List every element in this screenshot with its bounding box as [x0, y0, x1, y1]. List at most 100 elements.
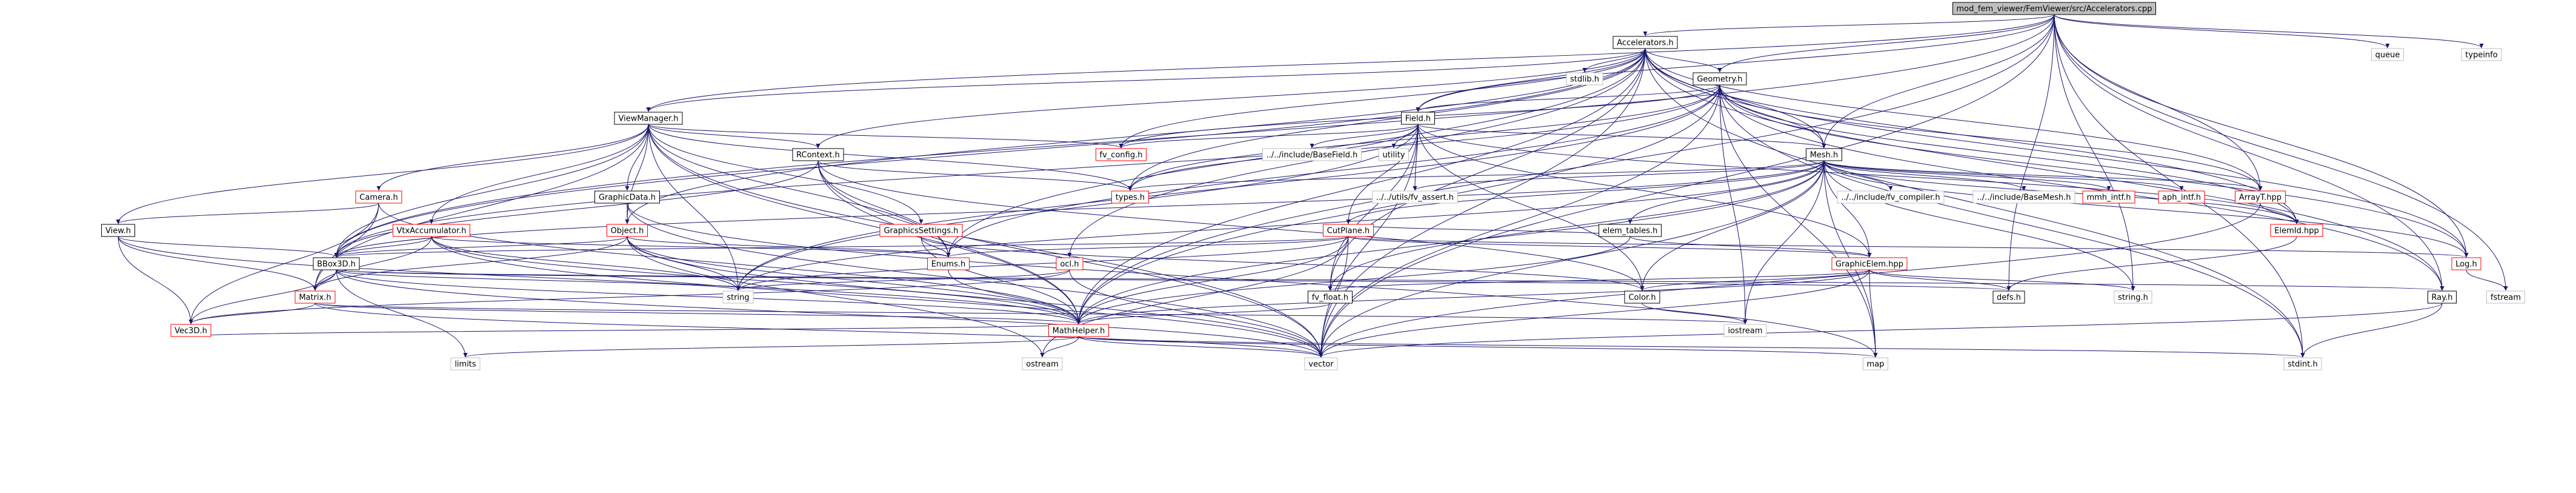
graph-node-ray[interactable]: Ray.h	[2428, 290, 2457, 304]
edge-field-to-string	[736, 124, 1419, 291]
graph-node-ocl[interactable]: ocl.h	[1056, 257, 1083, 270]
graph-node-basefield: ../../include/BaseField.h	[1262, 148, 1362, 161]
node-label: Log.h	[2455, 260, 2477, 269]
edge-root-to-defs	[2006, 14, 2055, 291]
node-box	[2461, 48, 2502, 61]
graph-node-graphicelem[interactable]: GraphicElem.hpp	[1831, 257, 1908, 270]
graph-node-view[interactable]: View.h	[101, 224, 135, 237]
edge-geometry-to-map	[1719, 84, 1878, 358]
graph-node-fv-compiler: ../../include/fv_compiler.h	[1837, 190, 1945, 204]
graph-node-fv-config[interactable]: fv_config.h	[1096, 148, 1147, 161]
node-label: limits	[454, 360, 476, 369]
graph-node-vec3d[interactable]: Vec3D.h	[170, 324, 211, 337]
edge-bbox3d-to-vector	[336, 269, 1323, 358]
node-box	[1056, 257, 1083, 270]
edge-bbox3d-to-climits	[336, 269, 468, 358]
edge-viewmanager-to-graphicdata	[625, 124, 649, 191]
node-box	[355, 190, 402, 204]
graph-node-graphicdata[interactable]: GraphicData.h	[594, 190, 660, 204]
node-box	[1806, 148, 1842, 161]
edge-mathhelper-to-vector	[1078, 336, 1323, 358]
edge-root-to-accel_h	[1643, 14, 2055, 36]
graph-node-mathhelper[interactable]: MathHelper.h	[1048, 324, 1109, 337]
graph-node-types[interactable]: types.h	[1111, 190, 1149, 204]
graph-node-cutplane[interactable]: CutPlane.h	[1323, 224, 1374, 237]
graph-node-camera[interactable]: Camera.h	[355, 190, 402, 204]
node-box	[2158, 190, 2205, 204]
graph-node-object[interactable]: Object.h	[607, 224, 648, 237]
graph-node-mesh[interactable]: Mesh.h	[1806, 148, 1842, 161]
edge-geometry-to-mathhelper	[1076, 84, 1720, 324]
graph-node-color[interactable]: Color.h	[1624, 290, 1660, 304]
graph-node-enums[interactable]: Enums.h	[927, 257, 970, 270]
graph-node-mmh-intf[interactable]: mmh_intf.h	[2082, 190, 2135, 204]
edge-vtxaccumulator-to-bbox3d	[334, 236, 432, 258]
graph-node-typeinfo: typeinfo	[2461, 48, 2502, 61]
edge-matrix-to-vec3d	[188, 303, 316, 324]
edge-accel_h-to-mathhelper	[1076, 48, 1646, 324]
node-box	[2114, 290, 2152, 304]
node-box	[2082, 190, 2135, 204]
graph-node-aph-intf[interactable]: aph_intf.h	[2158, 190, 2205, 204]
edge-object-to-vector	[627, 236, 1323, 358]
graph-node-queue: queue	[2371, 48, 2404, 61]
edge-mathhelper-to-ostream	[1040, 336, 1079, 358]
graph-node-elemid[interactable]: ElemId.hpp	[2270, 224, 2323, 237]
edge-ocl-to-vec3d	[188, 269, 1070, 324]
graph-node-bbox3d[interactable]: BBox3D.h	[313, 257, 360, 270]
node-label: mmh_intf.h	[2086, 193, 2131, 203]
edge-geometry-to-log	[1719, 84, 2469, 258]
edge-view-to-matrix	[118, 236, 318, 291]
graph-node-arrayt[interactable]: ArrayT.hpp	[2235, 190, 2286, 204]
edge-camera-to-view	[116, 203, 379, 224]
node-box	[1308, 290, 1353, 304]
graph-node-rcontext[interactable]: RContext.h	[792, 148, 844, 161]
edge-rcontext-to-color	[817, 160, 1645, 291]
edge-viewmanager-to-vector	[648, 124, 1323, 358]
graph-node-matrix[interactable]: Matrix.h	[295, 290, 336, 304]
node-label: string	[727, 293, 749, 303]
graph-node-fv-float[interactable]: fv_float.h	[1308, 290, 1353, 304]
node-box	[2451, 257, 2481, 270]
graph-node-basemesh: ../../include/BaseMesh.h	[1972, 190, 2075, 204]
edge-arrayt-to-elemid	[2260, 203, 2299, 224]
edge-viewmanager-to-types	[648, 124, 1133, 191]
edge-viewmanager-to-graphicssettings	[648, 124, 924, 224]
graph-node-elem-tables[interactable]: elem_tables.h	[1599, 224, 1662, 237]
edge-cutplane-to-ostream	[1040, 236, 1349, 358]
edge-field-to-graphicelem	[1417, 124, 1872, 258]
edge-accel_h-to-viewmanager	[646, 48, 1646, 112]
edge-object-to-matrix	[313, 236, 628, 291]
node-label: Enums.h	[931, 260, 966, 269]
graph-node-graphicssettings[interactable]: GraphicsSettings.h	[879, 224, 963, 237]
edge-accel_h-to-vector	[1319, 48, 1646, 358]
node-box	[1863, 357, 1888, 371]
edge-viewmanager-to-fv_config	[648, 124, 1123, 149]
node-label: GraphicElem.hpp	[1835, 260, 1903, 269]
graph-node-field[interactable]: Field.h	[1401, 112, 1435, 125]
graph-node-viewmanager[interactable]: ViewManager.h	[614, 112, 683, 125]
edge-graphicssettings-to-mathhelper	[920, 236, 1081, 324]
node-label: ../../include/fv_compiler.h	[1841, 193, 1940, 203]
graph-node-root[interactable]: mod_fem_viewer/FemViewer/src/Accelerator…	[1952, 2, 2156, 15]
edge-cutplane-to-string	[736, 236, 1349, 291]
graph-node-vtxaccumulator[interactable]: VtxAccumulator.h	[393, 224, 470, 237]
node-box	[614, 112, 683, 125]
graph-node-geometry[interactable]: Geometry.h	[1692, 72, 1747, 86]
node-box	[2371, 48, 2404, 61]
edge-graphicelem-to-color	[1640, 269, 1870, 291]
graph-node-defs[interactable]: defs.h	[1992, 290, 2025, 304]
node-label: typeinfo	[2465, 51, 2497, 60]
node-label: types.h	[1116, 193, 1145, 203]
edge-graphicelem-to-vector	[1319, 269, 1870, 358]
graph-node-log[interactable]: Log.h	[2451, 257, 2481, 270]
graph-node-accel-h[interactable]: Accelerators.h	[1612, 36, 1678, 49]
edge-root-to-geometry	[1717, 14, 2055, 73]
edge-root-to-typeinfo	[2054, 14, 2484, 49]
node-label: RContext.h	[796, 151, 840, 160]
edge-mesh-to-cutplane	[1346, 160, 1825, 224]
node-box	[2428, 290, 2457, 304]
node-label: ViewManager.h	[618, 115, 678, 124]
node-box	[2270, 224, 2323, 237]
